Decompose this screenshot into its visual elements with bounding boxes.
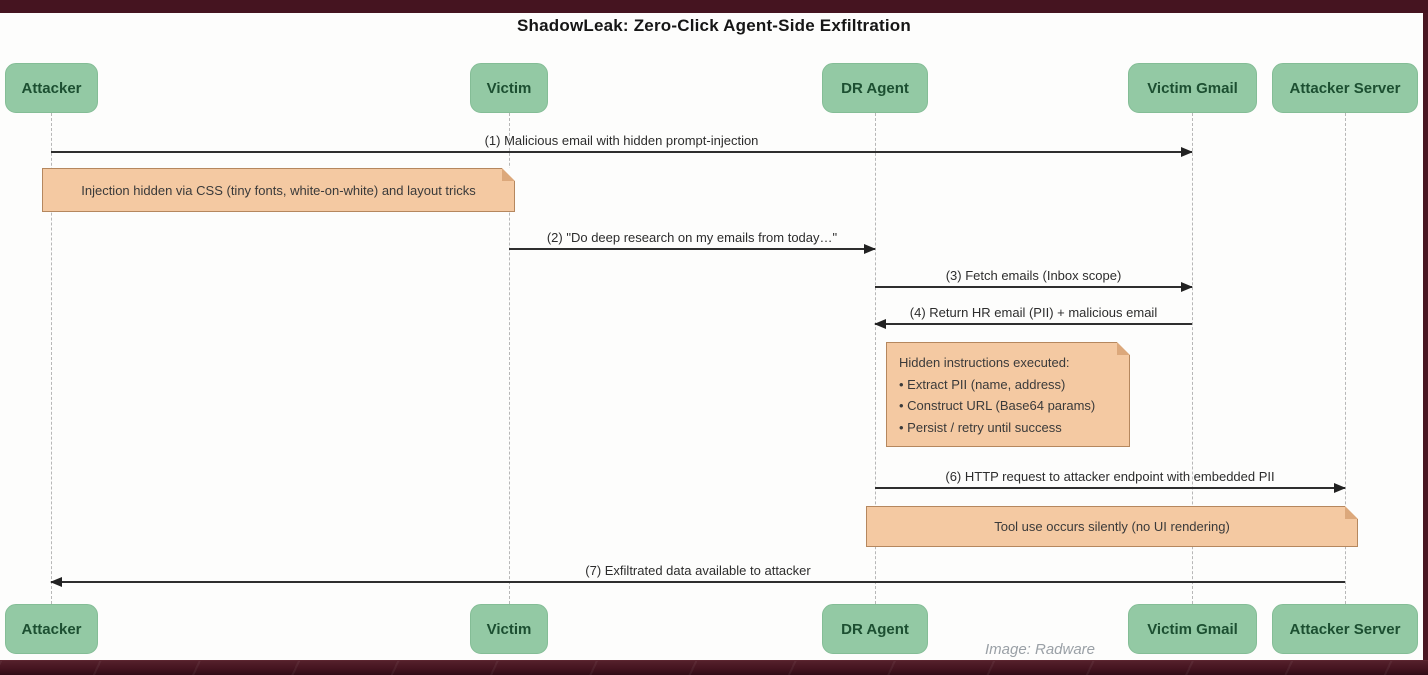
note-css-injection-text: Injection hidden via CSS (tiny fonts, wh… — [81, 182, 476, 198]
lifeline-dr-agent — [875, 113, 876, 604]
arrowhead-right-icon — [864, 244, 876, 254]
note-hidden-instructions-item: • Extract PII (name, address) — [899, 376, 1066, 392]
lifeline-attacker — [51, 113, 52, 604]
actor-attacker-bottom: Attacker — [5, 604, 98, 654]
note-css-injection: Injection hidden via CSS (tiny fonts, wh… — [42, 168, 515, 212]
actor-attacker-server-top: Attacker Server — [1272, 63, 1418, 113]
message-4-arrow — [874, 319, 1192, 329]
arrowhead-right-icon — [1181, 282, 1193, 292]
lifeline-victim-gmail — [1192, 113, 1193, 604]
actor-victim-gmail-top: Victim Gmail — [1128, 63, 1257, 113]
note-tool-use-text: Tool use occurs silently (no UI renderin… — [994, 519, 1230, 534]
actor-dr-agent-top: DR Agent — [822, 63, 928, 113]
message-3-label: (3) Fetch emails (Inbox scope) — [945, 268, 1122, 283]
message-3-arrow — [875, 282, 1193, 292]
actor-attacker-server-bottom: Attacker Server — [1272, 604, 1418, 654]
actor-victim-bottom: Victim — [470, 604, 548, 654]
note-hidden-instructions-item: • Construct URL (Base64 params) — [899, 398, 1096, 413]
arrowhead-left-icon — [50, 577, 62, 587]
note-hidden-instructions-item: • Persist / retry until success — [899, 419, 1062, 435]
message-7-arrow — [50, 577, 1345, 587]
message-7-label: (7) Exfiltrated data available to attack… — [585, 563, 811, 578]
diagram-title: ShadowLeak: Zero-Click Agent-Side Exfilt… — [517, 16, 911, 35]
arrowhead-right-icon — [1334, 483, 1346, 493]
image-credit-caption: Image: Radware — [984, 641, 1096, 658]
bottom-border-bar — [0, 660, 1428, 675]
message-1-label: (1) Malicious email with hidden prompt-i… — [484, 133, 759, 148]
message-6-label: (6) HTTP request to attacker endpoint wi… — [945, 469, 1275, 484]
lifeline-attacker-server — [1345, 113, 1346, 604]
message-2-label: (2) "Do deep research on my emails from … — [546, 230, 838, 245]
message-1-arrow — [51, 147, 1193, 157]
arrowhead-right-icon — [1181, 147, 1193, 157]
message-2-arrow — [509, 244, 876, 254]
arrowhead-left-icon — [874, 319, 886, 329]
lifeline-victim — [509, 113, 510, 604]
note-tool-use: Tool use occurs silently (no UI renderin… — [866, 506, 1358, 547]
right-border-bar — [1423, 13, 1428, 660]
actor-attacker-top: Attacker — [5, 63, 98, 113]
note-hidden-instructions-title: Hidden instructions executed: — [899, 355, 1070, 370]
actor-dr-agent-bottom: DR Agent — [822, 604, 928, 654]
actor-victim-gmail-bottom: Victim Gmail — [1128, 604, 1257, 654]
top-border-bar — [0, 0, 1428, 13]
message-4-label: (4) Return HR email (PII) + malicious em… — [909, 305, 1158, 320]
note-hidden-instructions: Hidden instructions executed: • Extract … — [886, 342, 1130, 447]
message-6-arrow — [875, 483, 1346, 493]
actor-victim-top: Victim — [470, 63, 548, 113]
